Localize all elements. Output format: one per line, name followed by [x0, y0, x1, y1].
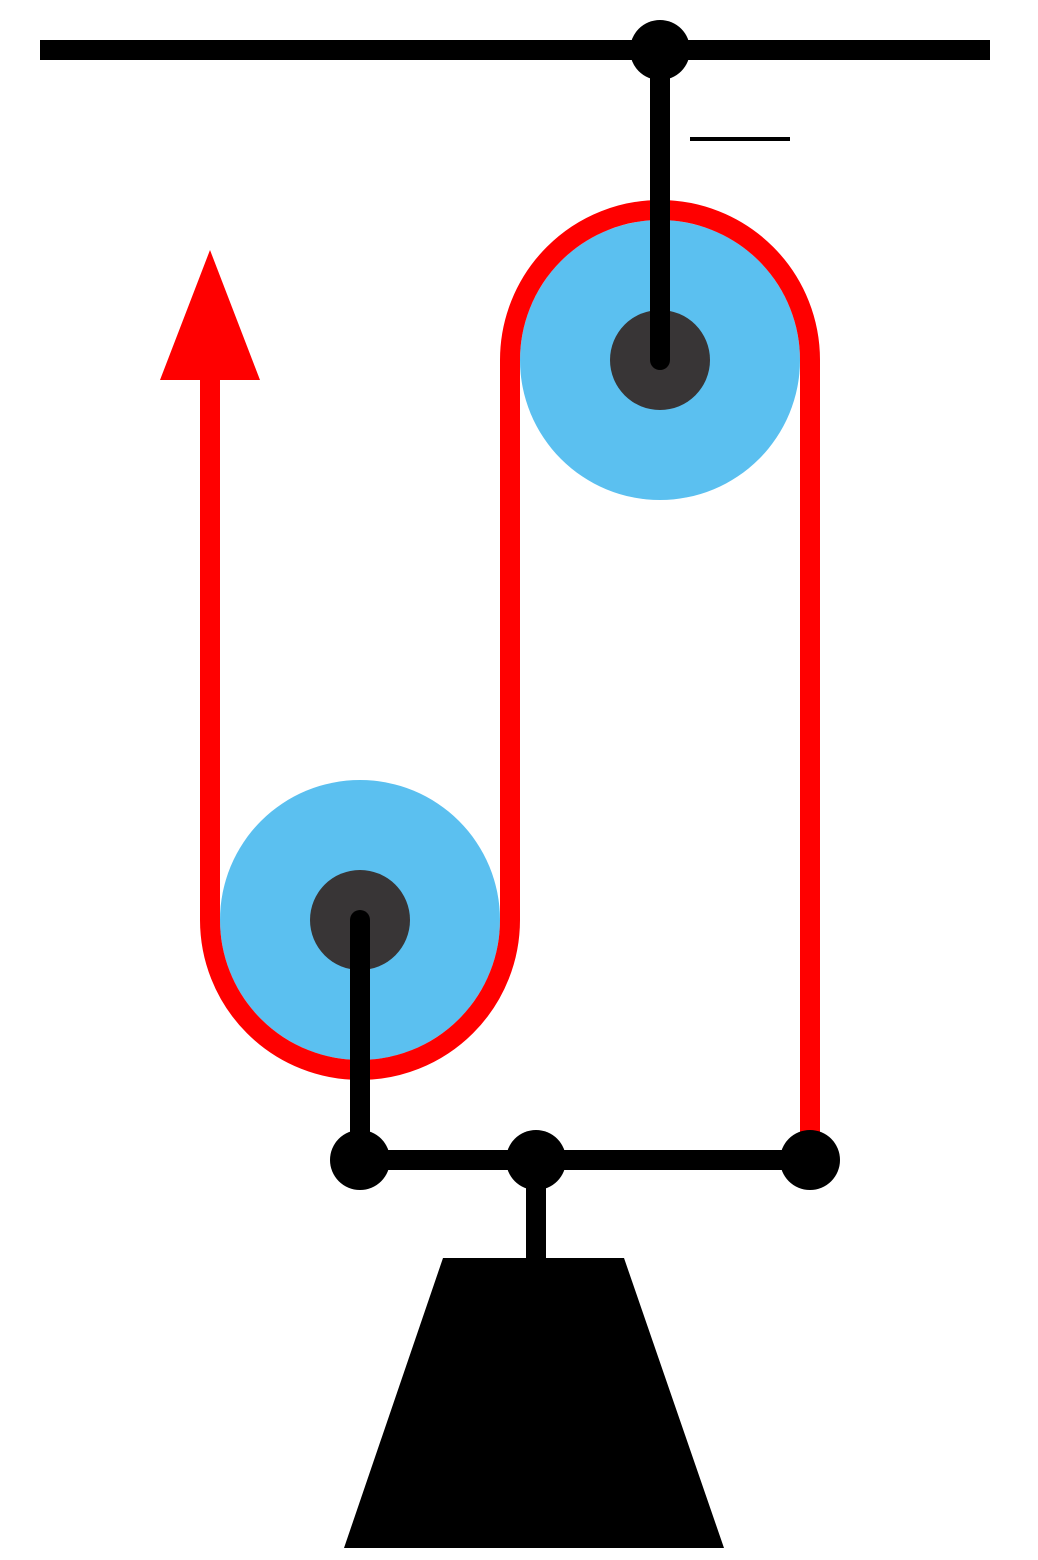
ceiling-beam — [40, 40, 990, 60]
tick-mark — [690, 137, 790, 141]
load-bar-center-joint — [506, 1130, 566, 1190]
load-bar-right-joint — [780, 1130, 840, 1190]
hanging-weight — [344, 1258, 724, 1548]
ceiling-anchor-joint — [630, 20, 690, 80]
pull-direction-arrow — [160, 250, 260, 380]
rope — [200, 200, 820, 1160]
load-bar-left-joint — [330, 1130, 390, 1190]
